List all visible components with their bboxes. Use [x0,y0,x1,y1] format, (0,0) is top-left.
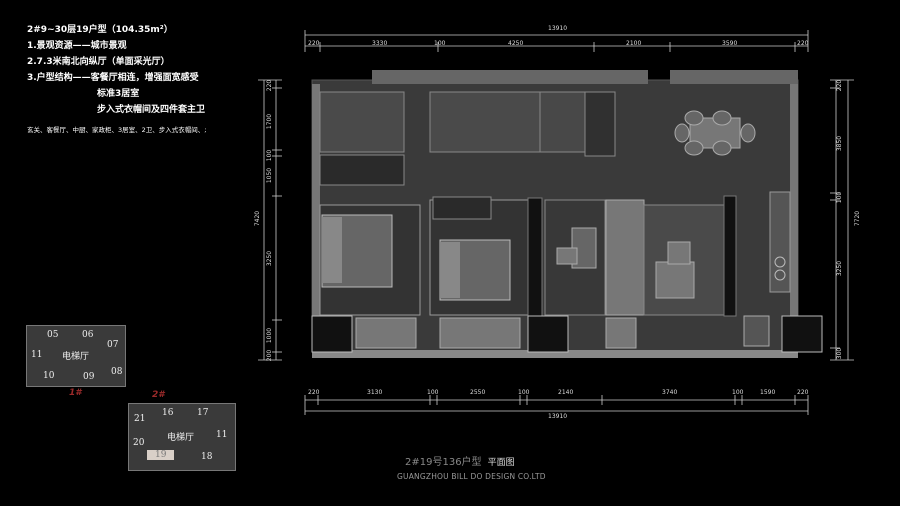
key1-unit-07: 07 [107,340,119,350]
info-line-5: 标准3居室 [97,89,140,99]
dim-bottom-5: 2140 [558,389,574,396]
dim-bottom-0: 220 [308,389,320,396]
key2-unit-17: 17 [197,408,209,418]
info-line-1: 2#9~30层19户型（104.35m²） [27,25,173,35]
key1-building-label: 1# [69,388,82,398]
dim-bottom-6: 3740 [662,389,678,396]
dimension-lines [258,30,854,415]
unit-info: 2#9~30层19户型（104.35m²） 1.景观资源——城市景观 2.7.3… [27,22,206,138]
key1-unit-10: 10 [43,371,55,381]
key2-unit-16: 16 [162,408,174,418]
dim-left-3: 1050 [266,167,274,184]
dim-right-3: 3250 [836,260,844,277]
dim-bottom-9: 220 [797,389,809,396]
dim-right-4: 300 [836,347,844,360]
key1-unit-11: 11 [31,350,43,360]
info-line-4: 3.户型结构——客餐厅相连，增强面宽感受 [27,73,199,83]
dim-top-3: 4250 [508,40,524,47]
plan-title: 2#19号136户型 [405,457,482,468]
key-plan-building-1: 05 06 07 11 电梯厅 10 09 08 [26,325,126,387]
dim-left-5: 1000 [266,327,274,344]
dim-bottom-3: 2550 [470,389,486,396]
dim-top-5: 3590 [722,40,738,47]
dim-top-0: 220 [308,40,320,47]
dim-left-2: 100 [266,149,274,162]
dim-right-total: 7720 [854,210,862,227]
key1-lobby: 电梯厅 [62,352,90,362]
plan-subtitle: 平面图 [487,458,515,468]
key2-unit-11: 11 [216,430,228,440]
dim-left-0: 220 [266,79,274,92]
key1-unit-09: 09 [83,372,95,382]
dim-right-2: 100 [836,191,844,204]
dim-right-0: 220 [836,79,844,92]
plan-caption: 2#19号136户型平面图 [405,453,515,468]
key2-unit-20: 20 [133,438,145,448]
key2-lobby: 电梯厅 [167,433,195,443]
dim-top-2: 100 [434,40,446,47]
dim-left-1: 1700 [266,113,274,130]
dim-top-1: 3330 [372,40,388,47]
dim-left-6: 200 [266,349,274,362]
dim-top-6: 220 [797,40,809,47]
key2-unit-21: 21 [134,414,146,424]
dim-top-4: 2100 [626,40,642,47]
info-line-3: 2.7.3米南北向纵厅（单面采光厅） [27,57,170,67]
info-line-7: 玄关、客餐厅、中厨、家政柜、3居室、2卫、步入式衣帽间、; [27,126,207,134]
dim-right-1: 3850 [836,135,844,152]
key2-unit-19-highlight: 19 [147,450,175,460]
dim-bottom-1: 3130 [367,389,383,396]
rooms [311,91,823,353]
dim-bottom-8: 1590 [760,389,776,396]
dim-bottom-total: 13910 [548,413,568,420]
dim-left-4: 3250 [266,250,274,267]
info-line-2: 1.景观资源——城市景观 [27,41,127,51]
dim-bottom-4: 100 [518,389,530,396]
key1-unit-06: 06 [82,330,94,340]
dim-left-total: 7420 [254,210,262,227]
company-name: GUANGZHOU BILL DO DESIGN CO.LTD [397,472,546,481]
dim-top-total: 13910 [548,25,568,32]
key2-building-label: 2# [152,390,165,400]
key1-unit-08: 08 [111,367,123,377]
key2-unit-18: 18 [201,452,213,462]
key-plan-building-2: 16 17 21 电梯厅 11 20 19 18 [128,403,236,471]
dim-bottom-7: 100 [732,389,744,396]
key1-unit-05: 05 [47,330,59,340]
dim-bottom-2: 100 [427,389,439,396]
info-line-6: 步入式衣帽间及四件套主卫 [97,105,206,115]
